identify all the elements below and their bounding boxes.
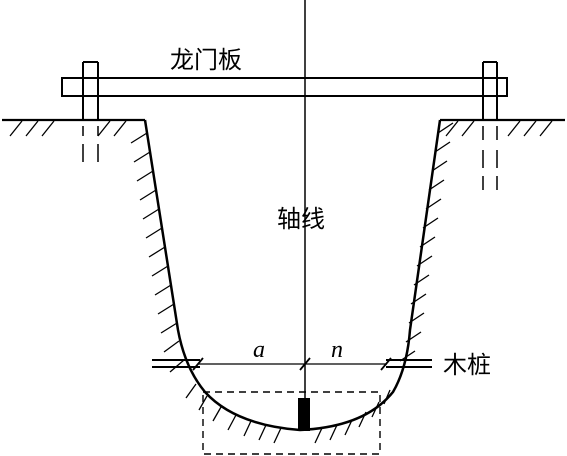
trench-profile [143,119,442,432]
wood-stake-label: 木桩 [443,351,491,379]
ground-hatch-left [9,120,127,137]
batter-board-label: 龙门板 [170,46,242,74]
trench-hatch-right [399,122,454,362]
axis-label: 轴线 [277,205,325,233]
batter-post-right [482,61,498,190]
center-stake [298,398,310,431]
dimension-n-label: n [331,337,343,363]
batter-board [61,77,508,97]
trench-bottom-hatch [185,383,391,444]
wood-stake-left [152,359,200,368]
dimension-a-label: a [253,337,265,363]
wood-stake-right [386,359,432,368]
ground-hatch-right [445,120,553,137]
batter-post-left [82,61,99,162]
trench-hatch-left [130,132,185,373]
dashed-foundation-outline [202,391,381,455]
dimension-ticks [192,357,392,371]
